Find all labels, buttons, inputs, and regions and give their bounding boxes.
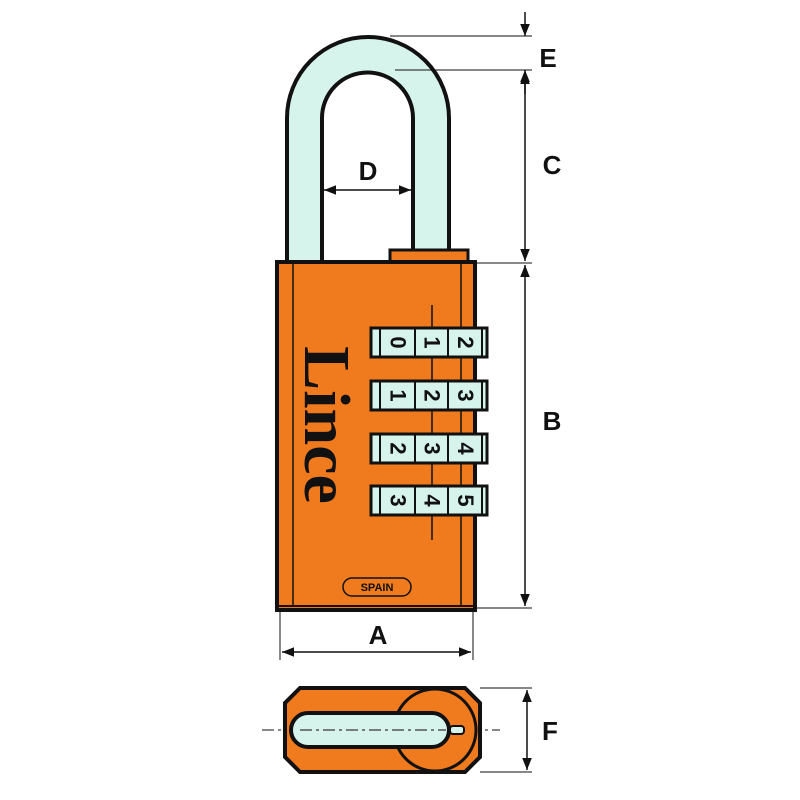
dim-label-d: D <box>359 156 378 186</box>
dial-digit: 2 <box>453 336 478 348</box>
bottom-view <box>262 686 500 774</box>
dial-digit: 1 <box>420 336 445 348</box>
dial-digit: 4 <box>453 442 478 455</box>
dial-digit: 1 <box>386 389 411 401</box>
dial-digit: 3 <box>420 442 445 454</box>
dial-digit: 5 <box>453 494 478 506</box>
dial-digit: 0 <box>386 336 411 348</box>
dim-label-e: E <box>539 43 556 73</box>
origin-badge: SPAIN <box>342 577 412 597</box>
dim-label-a: A <box>369 620 388 650</box>
dim-label-b: B <box>543 406 562 436</box>
dial-digit: 2 <box>386 442 411 454</box>
shackle <box>285 35 451 264</box>
svg-text:SPAIN: SPAIN <box>361 582 394 594</box>
dim-label-f: F <box>542 716 558 746</box>
dial-digit: 3 <box>453 389 478 401</box>
dial-digit: 3 <box>386 494 411 506</box>
dial-digit: 4 <box>420 494 445 507</box>
dim-label-c: C <box>543 150 562 180</box>
brand-logo: Lince <box>290 346 363 504</box>
dial-digit: 2 <box>420 389 445 401</box>
